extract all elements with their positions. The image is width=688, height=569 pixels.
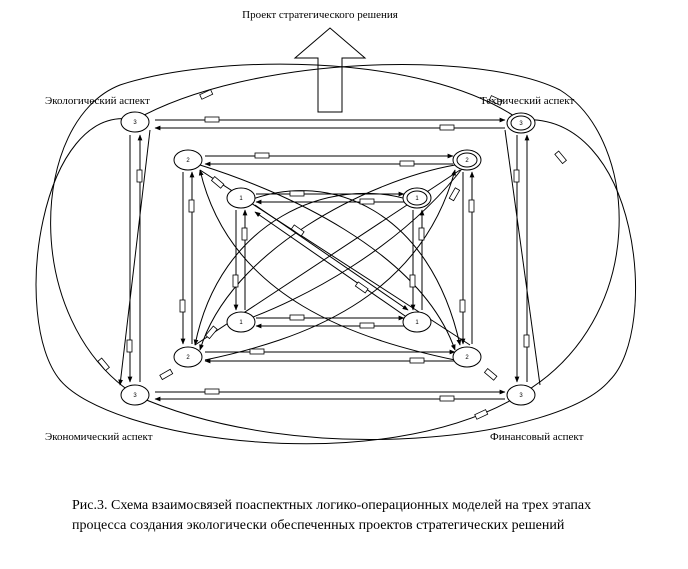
node-econ2 [173, 346, 203, 368]
node-labels: 3 2 1 3 2 1 1 2 3 1 2 3 [133, 120, 523, 399]
svg-text:2: 2 [186, 158, 190, 164]
cross-links [118, 129, 541, 386]
svg-text:3: 3 [133, 120, 137, 126]
node-fin2 [452, 346, 482, 368]
svg-text:3: 3 [519, 121, 523, 127]
label-financial: Финансовый аспект [490, 431, 584, 443]
label-economic: Экономический аспект [45, 431, 153, 443]
svg-text:2: 2 [465, 355, 469, 361]
node-fin1 [402, 311, 432, 333]
caption-line-1: Рис.3. Схема взаимосвязей поаспектных ло… [72, 498, 592, 513]
node-eco2 [173, 149, 203, 171]
diagram-title: Проект стратегического решения [242, 9, 398, 21]
label-technical: Технический аспект [480, 95, 574, 107]
node-econ1 [226, 311, 256, 333]
nodes [120, 111, 536, 406]
svg-text:2: 2 [186, 355, 190, 361]
caption-line-2: процесса создания экологически обеспечен… [72, 518, 565, 533]
node-fin3 [506, 384, 536, 406]
output-arrow [293, 27, 367, 113]
figure-caption: Рис.3. Схема взаимосвязей поаспектных ло… [72, 496, 672, 536]
node-eco1 [226, 187, 256, 209]
svg-text:1: 1 [239, 196, 243, 202]
svg-text:1: 1 [415, 196, 419, 202]
node-econ3 [120, 384, 150, 406]
outer-loops [35, 63, 637, 445]
label-ecological: Экологический аспект [45, 95, 150, 107]
svg-text:3: 3 [519, 393, 523, 399]
svg-text:1: 1 [239, 320, 243, 326]
svg-text:3: 3 [133, 393, 137, 399]
svg-text:1: 1 [415, 320, 419, 326]
svg-text:2: 2 [465, 158, 469, 164]
edge-markers [97, 89, 567, 420]
node-eco3 [120, 111, 150, 133]
